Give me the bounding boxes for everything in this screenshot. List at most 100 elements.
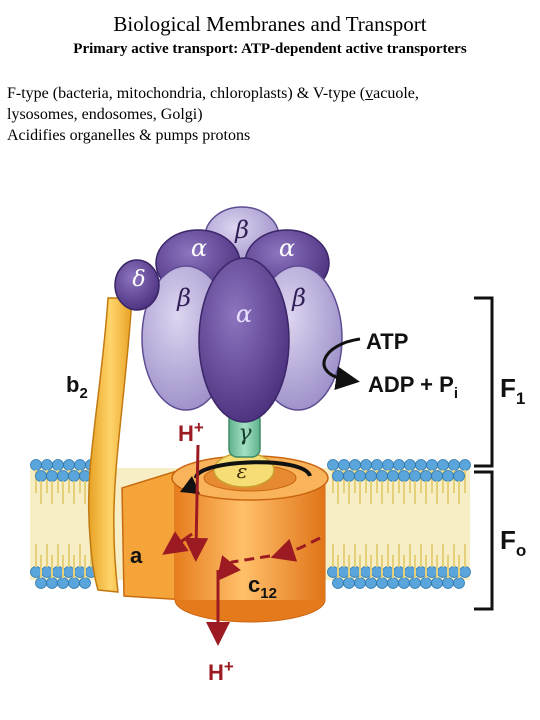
alpha-center-label: α	[236, 300, 252, 328]
lipid-head	[448, 566, 460, 578]
lipid-head	[74, 459, 86, 471]
lipid-head	[442, 470, 454, 482]
description-line-1-a: F-type (bacteria, mitochondria, chloropl…	[7, 85, 366, 102]
lipid-head	[404, 459, 416, 471]
c12-label: c12	[248, 572, 277, 602]
lipid-head	[382, 566, 394, 578]
proton-top-label: H+	[178, 418, 204, 446]
lipid-head	[453, 577, 465, 589]
description-line-3: Acidifies organelles & pumps protons	[7, 127, 251, 144]
lipid-head	[349, 566, 361, 578]
page-title: Biological Membranes and Transport	[113, 12, 427, 36]
f1-bracket	[474, 296, 494, 468]
lipid-head	[437, 459, 449, 471]
lipid-head	[431, 577, 443, 589]
proton-bottom-label: H+	[208, 657, 234, 685]
lipid-head	[79, 577, 91, 589]
lipid-head	[398, 470, 410, 482]
lipid-head	[376, 470, 388, 482]
fo-label: Fo	[500, 525, 526, 560]
lipid-head	[426, 566, 438, 578]
lipid-head	[420, 470, 432, 482]
lipid-head	[409, 577, 421, 589]
lipid-head	[382, 459, 394, 471]
lipid-head	[46, 577, 58, 589]
lipid-head	[52, 566, 64, 578]
lipid-head	[387, 470, 399, 482]
b2-label: b2	[66, 372, 88, 402]
lipid-head	[63, 566, 75, 578]
lipid-head	[41, 459, 53, 471]
lipid-head	[371, 566, 383, 578]
lipid-head	[371, 459, 383, 471]
lipid-head	[332, 470, 344, 482]
lipid-head	[354, 470, 366, 482]
lipid-head	[426, 459, 438, 471]
lipid-head	[354, 577, 366, 589]
lipid-head	[74, 566, 86, 578]
lipid-head	[448, 459, 460, 471]
atp-label: ATP	[366, 329, 408, 354]
alpha-left-label: α	[191, 234, 207, 262]
lipid-head	[46, 470, 58, 482]
lipid-head	[393, 459, 405, 471]
lipid-head	[68, 577, 80, 589]
beta-right-label: β	[291, 284, 306, 312]
description-line-1-b: acuole,	[373, 85, 419, 102]
ring-rotation-arrowhead	[180, 476, 200, 494]
lipid-head	[442, 577, 454, 589]
f1-label: F1	[500, 373, 525, 408]
description-line-1: F-type (bacteria, mitochondria, chloropl…	[7, 83, 533, 104]
f1-head	[141, 206, 343, 423]
lipid-head	[376, 577, 388, 589]
b2-stator-subunit	[87, 297, 133, 593]
page-subtitle: Primary active transport: ATP-dependent …	[73, 41, 467, 57]
lipid-head	[327, 459, 339, 471]
lipid-head	[332, 577, 344, 589]
lipid-head	[437, 566, 449, 578]
lipid-head	[453, 470, 465, 482]
beta-top-label: β	[234, 216, 249, 244]
lipid-head	[338, 459, 350, 471]
lipid-head	[360, 566, 372, 578]
lipid-head	[343, 470, 355, 482]
lipid-head	[338, 566, 350, 578]
lipid-head	[35, 577, 47, 589]
lipid-head	[409, 470, 421, 482]
lipid-head	[30, 566, 42, 578]
epsilon-label: ε	[237, 459, 248, 483]
lipid-head	[63, 459, 75, 471]
lipid-head	[459, 566, 471, 578]
lipid-head	[360, 459, 372, 471]
lipid-head	[349, 459, 361, 471]
lipid-head	[393, 566, 405, 578]
delta-label: δ	[132, 267, 145, 292]
atp-hydrolysis-arrow	[322, 337, 361, 391]
lipid-head	[52, 459, 64, 471]
lipid-head	[41, 566, 53, 578]
a-label: a	[130, 543, 143, 568]
lipid-head	[327, 566, 339, 578]
beta-left-label: β	[176, 284, 191, 312]
lipid-head	[387, 577, 399, 589]
lipid-head	[431, 470, 443, 482]
lipid-head	[57, 577, 69, 589]
lipid-head	[459, 459, 471, 471]
gamma-label: γ	[238, 421, 252, 446]
delta-subunit	[114, 259, 160, 311]
lipid-head	[57, 470, 69, 482]
lipid-head	[68, 470, 80, 482]
lipid-head	[30, 459, 42, 471]
lipid-head	[365, 470, 377, 482]
description-text: F-type (bacteria, mitochondria, chloropl…	[7, 83, 533, 146]
lipid-head	[415, 459, 427, 471]
lipid-head	[343, 577, 355, 589]
lipid-head	[415, 566, 427, 578]
proton-path	[162, 444, 321, 646]
lipid-heads-top	[30, 459, 471, 504]
lipid-head	[420, 577, 432, 589]
adp-pi-label: ADP + Pi	[368, 372, 458, 402]
lipid-head	[35, 470, 47, 482]
alpha-center-subunit	[198, 257, 290, 423]
lipid-head	[398, 577, 410, 589]
